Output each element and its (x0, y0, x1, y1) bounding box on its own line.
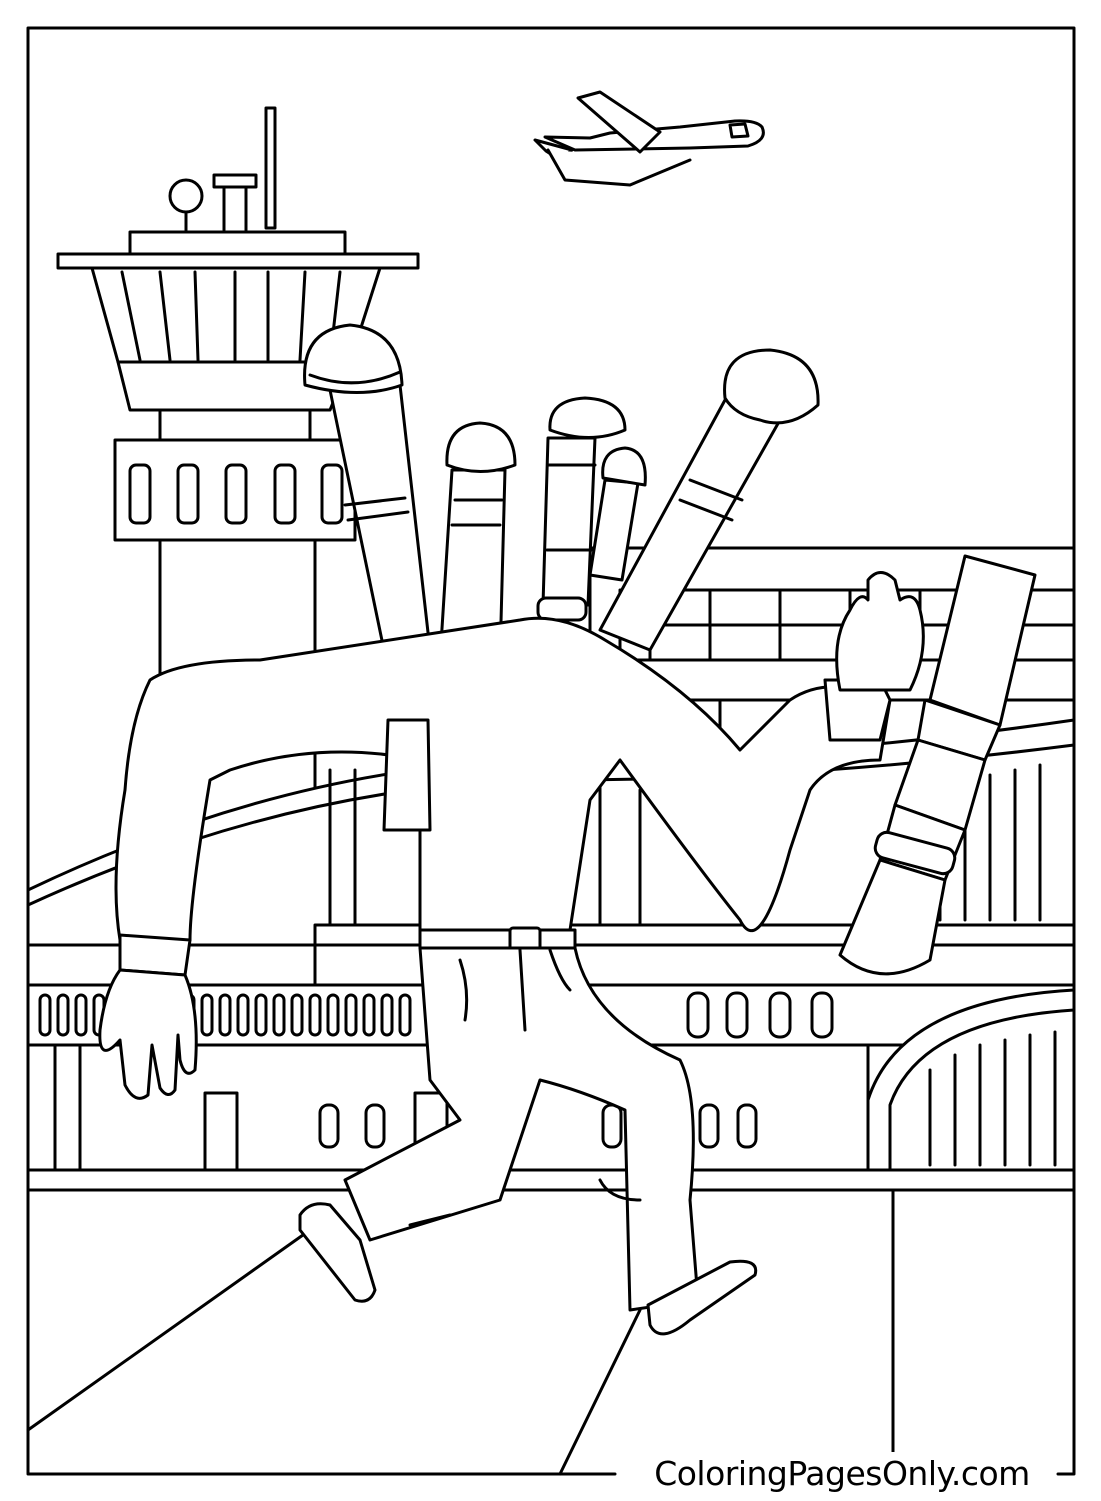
colonnade-window (236, 993, 250, 1037)
page-frame (26, 26, 1076, 1476)
colonnade-window (362, 993, 376, 1037)
colonnade-window (344, 993, 358, 1037)
colonnade-window (308, 993, 322, 1037)
microphones (303, 323, 820, 662)
ground (26, 1168, 1076, 1476)
colonnade-window (200, 993, 214, 1037)
colonnade-window (272, 993, 286, 1037)
colonnade-window (254, 993, 268, 1037)
colonnade-window (380, 993, 394, 1037)
airplane (533, 90, 765, 187)
colonnade-window (56, 993, 70, 1037)
colonnade-window (398, 993, 412, 1037)
colonnade-window (38, 993, 52, 1037)
watermark-text: ColoringPagesOnly.com (632, 1452, 1052, 1496)
colonnade-window (218, 993, 232, 1037)
headless-body (98, 571, 925, 1336)
colonnade-window (290, 993, 304, 1037)
colonnade-window (326, 993, 340, 1037)
megaphone (838, 554, 1037, 976)
colonnade-window (74, 993, 88, 1037)
